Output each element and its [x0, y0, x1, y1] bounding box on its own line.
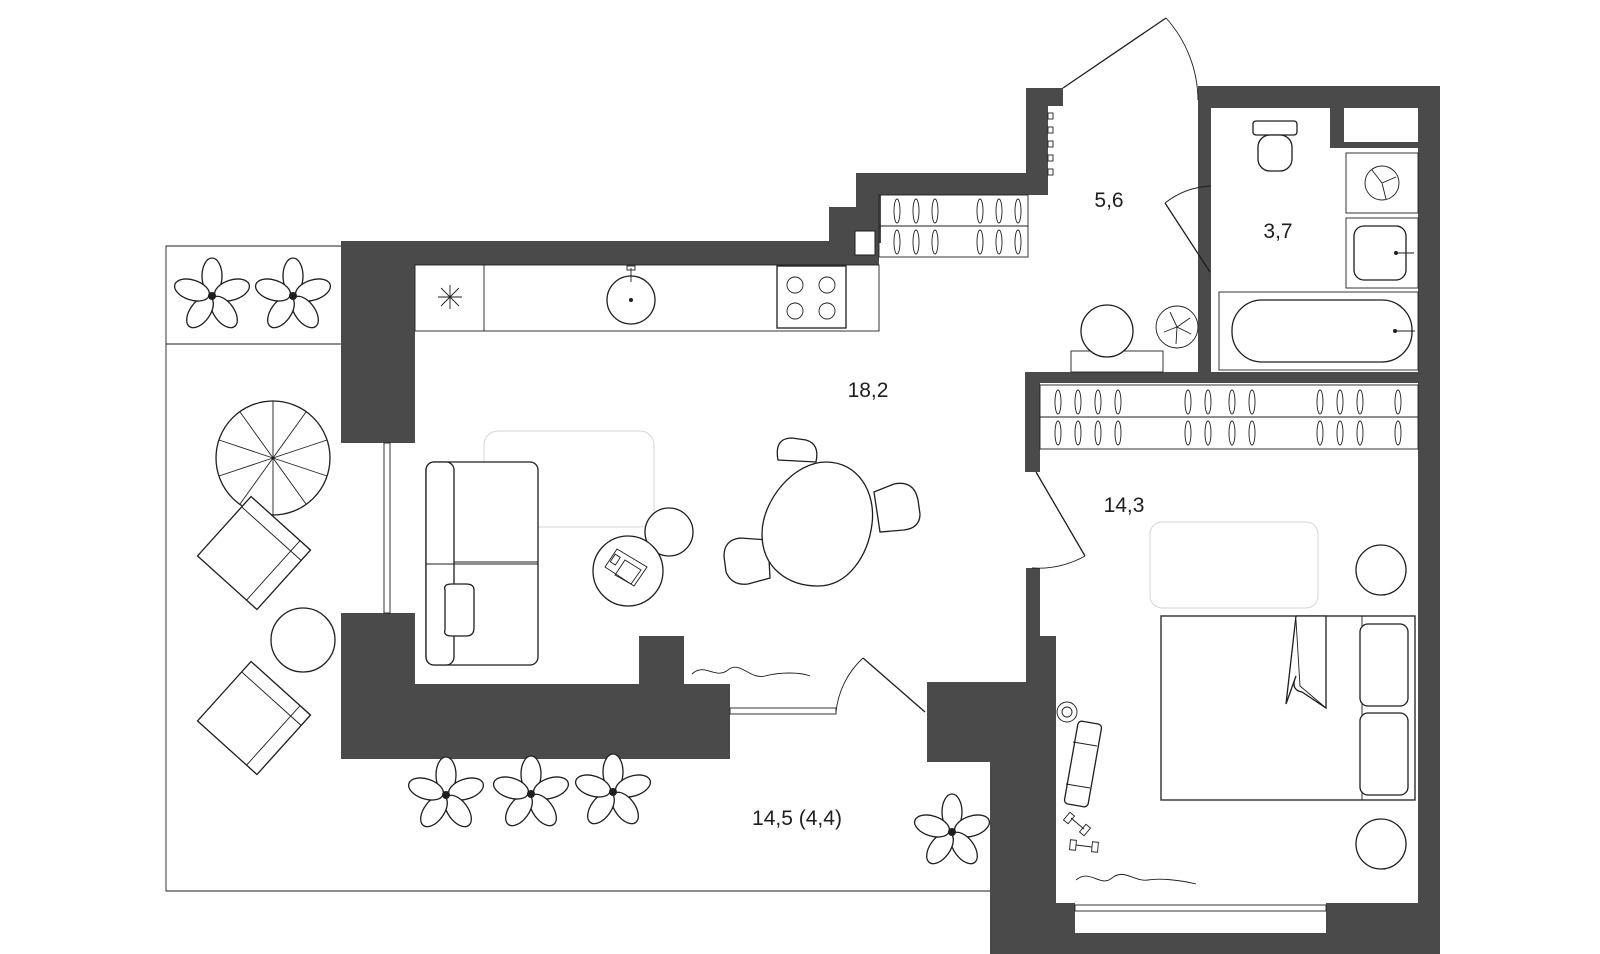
hooks	[1047, 112, 1054, 176]
pillow	[1359, 712, 1409, 796]
bedroom-furniture	[1056, 544, 1416, 885]
toilet	[1252, 120, 1298, 172]
fridge-icon	[438, 285, 462, 309]
pillow	[1359, 623, 1409, 707]
cooktop	[776, 265, 847, 329]
laptop-icon	[604, 548, 648, 587]
entrance-door	[1062, 17, 1167, 89]
sofa	[425, 461, 539, 666]
kitchen-sink	[606, 265, 656, 325]
hall-furniture	[1047, 112, 1199, 373]
walls	[341, 86, 1440, 954]
bedroom-door	[1035, 471, 1086, 557]
terrace	[165, 245, 990, 892]
dumbbell-icon	[1062, 811, 1092, 837]
plant-floor	[691, 666, 811, 677]
terrace-area-label: 14,5 (4,4)	[752, 807, 842, 830]
chair	[776, 437, 818, 463]
nightstand	[1355, 818, 1407, 870]
terrace-railing	[165, 245, 990, 892]
bedroom-area-label: 14,3	[1104, 494, 1145, 517]
window-living	[383, 442, 391, 614]
hall-area-label: 5,6	[1094, 189, 1123, 212]
lounge-chair	[196, 660, 312, 776]
chair	[723, 537, 771, 585]
flower-icon	[254, 257, 332, 329]
mirror	[1080, 304, 1134, 358]
cushion	[444, 583, 475, 637]
yoga-mat	[1063, 720, 1103, 808]
dumbbell-icon	[1069, 839, 1099, 853]
bathroom-sink	[1345, 217, 1419, 289]
flower-icon	[492, 755, 570, 827]
kitchen-counter	[414, 264, 880, 332]
window-terrace-door	[729, 707, 837, 715]
flower-icon	[913, 793, 991, 865]
coffee-table	[592, 507, 694, 607]
nightstand	[1355, 544, 1407, 596]
dining-table	[761, 461, 874, 587]
ventilation-shaft	[854, 230, 876, 256]
washing-machine	[1345, 152, 1419, 214]
bathtub	[1218, 291, 1419, 371]
terrace-furniture	[196, 400, 336, 776]
bathroom-area-label: 3,7	[1263, 220, 1292, 243]
bed	[1160, 615, 1416, 801]
chair	[873, 482, 921, 533]
lounge-chair	[196, 495, 312, 611]
wardrobe-hall	[878, 194, 1029, 258]
dining-set	[723, 437, 921, 587]
bathroom-fixtures	[1218, 120, 1419, 371]
plant-pot	[1155, 305, 1199, 349]
umbrella	[215, 400, 331, 516]
side-table	[270, 607, 336, 673]
terrace-door	[862, 657, 926, 713]
flower-icon	[173, 257, 251, 329]
window-bedroom	[1074, 904, 1327, 912]
area-labels: 5,6 3,7 18,2 14,3 14,5 (4,4)	[752, 189, 1293, 830]
flower-icon	[407, 756, 485, 828]
living-kitchen-area-label: 18,2	[848, 379, 889, 402]
doors	[835, 17, 1212, 713]
plant-floor	[1075, 873, 1197, 885]
fitness-area	[1056, 701, 1103, 853]
plants	[173, 257, 991, 865]
windows	[383, 442, 1327, 912]
flower-icon	[574, 753, 652, 825]
wardrobe-bedroom	[1039, 384, 1419, 450]
bathroom-door	[1164, 202, 1211, 273]
bedroom-rug	[1149, 521, 1319, 609]
